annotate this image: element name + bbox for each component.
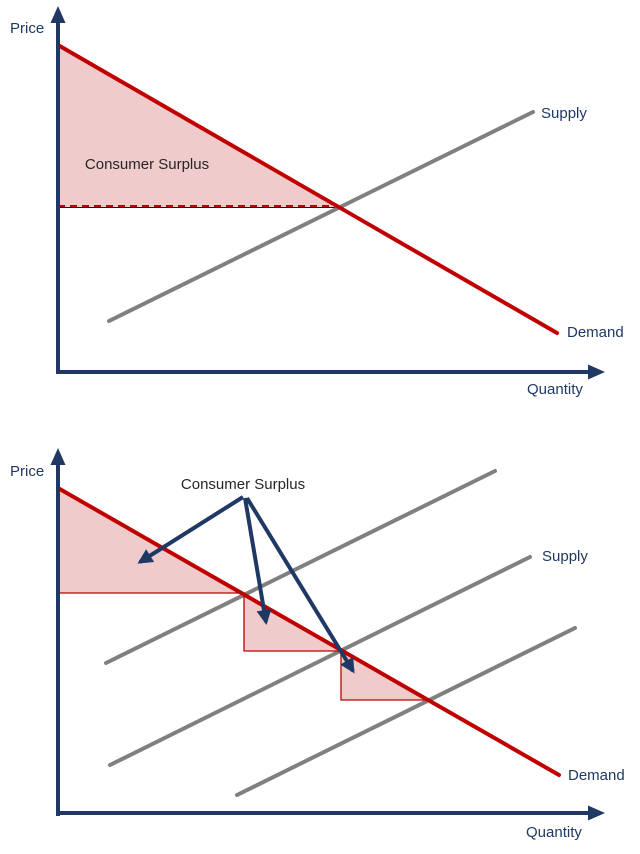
demand-line (56, 43, 559, 335)
y-axis-arrowhead-icon (50, 6, 66, 23)
supply-line-2 (108, 555, 532, 767)
supply-line (107, 110, 535, 323)
supply-line-3 (235, 626, 577, 797)
surplus-pointer-arrow-1 (137, 495, 245, 564)
consumer-surplus-label: Consumer Surplus (181, 476, 305, 493)
supply-label: Supply (541, 105, 587, 122)
bottom-chart: Price Quantity Supply Demand Consumer Su… (10, 448, 625, 841)
demand-line (56, 486, 561, 777)
quantity-axis-label: Quantity (526, 824, 582, 841)
top-chart: Price Quantity Supply Demand Consumer Su… (10, 6, 624, 398)
quantity-axis-label: Quantity (527, 381, 583, 398)
surplus-pointer-arrow-3 (245, 496, 355, 674)
demand-label: Demand (568, 767, 625, 784)
x-axis-arrowhead-icon (588, 805, 605, 821)
demand-label: Demand (567, 324, 624, 341)
y-axis-arrowhead-icon (50, 448, 66, 465)
supply-label: Supply (542, 548, 588, 565)
x-axis-arrowhead-icon (588, 364, 605, 380)
price-axis-label: Price (10, 20, 44, 37)
price-axis-label: Price (10, 463, 44, 480)
consumer-surplus-label: Consumer Surplus (85, 156, 209, 173)
surplus-pointer-arrow-2 (243, 497, 272, 625)
supply-line-1 (104, 469, 497, 665)
